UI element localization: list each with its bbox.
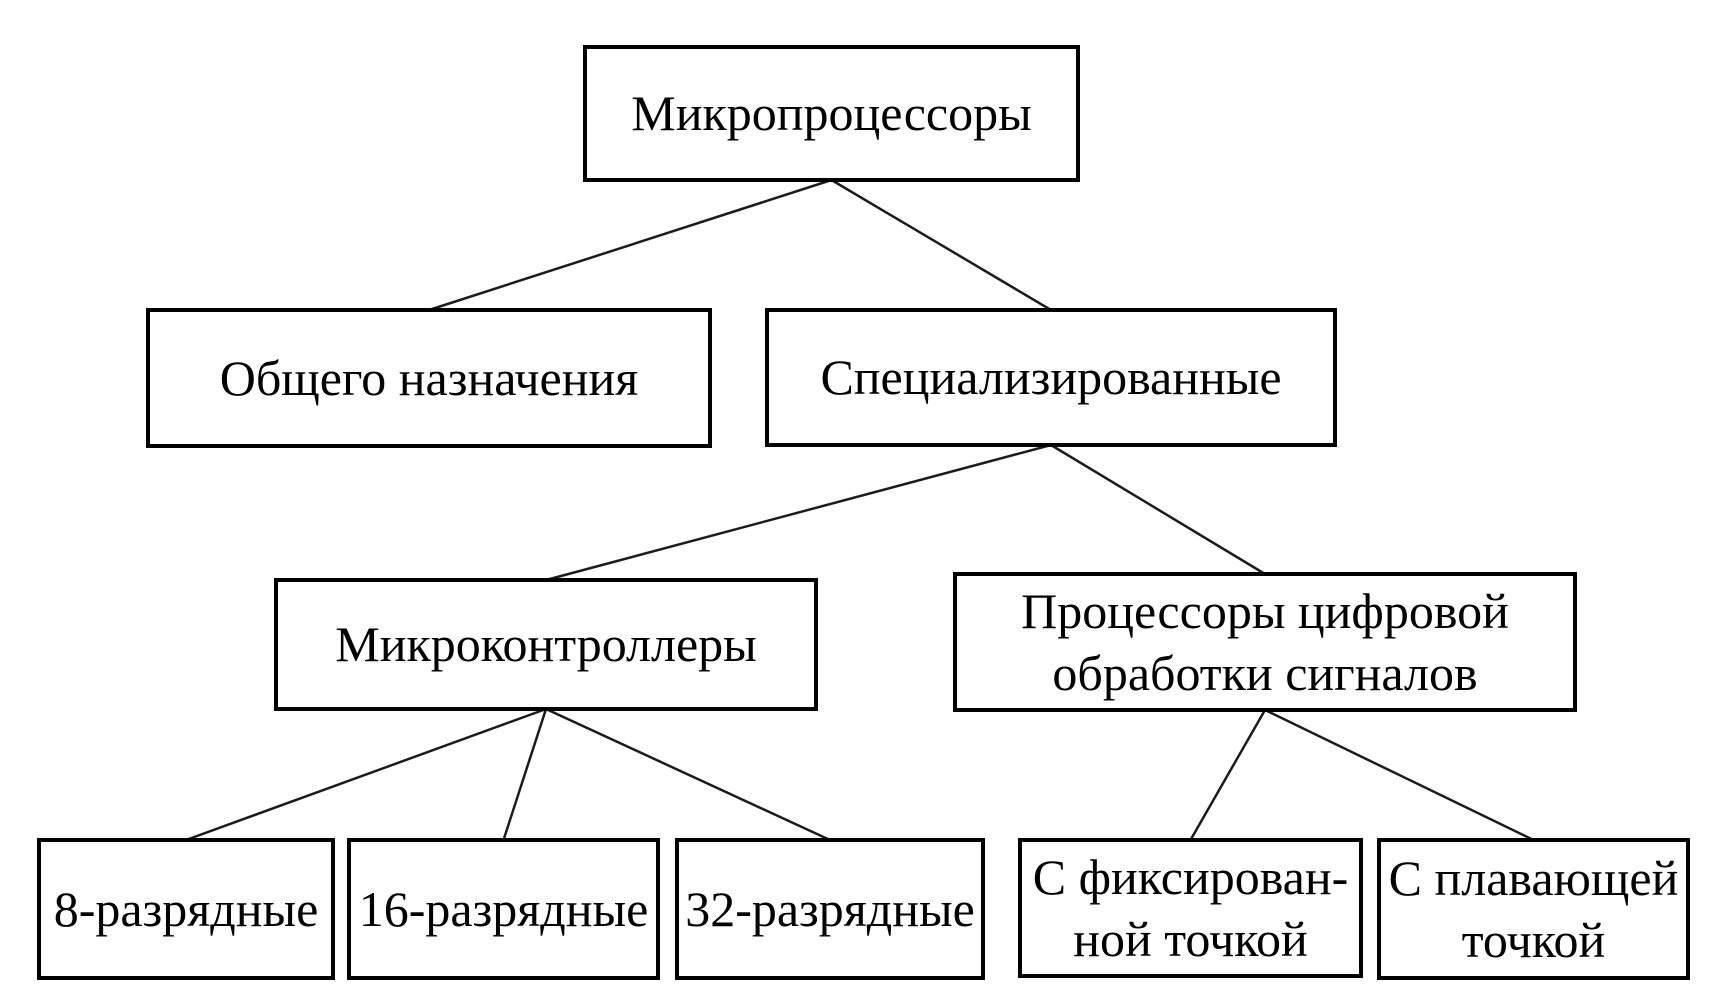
node-label: Специализированные xyxy=(820,349,1282,406)
node-label: Микроконтроллеры xyxy=(335,616,757,673)
node-label: 32-разрядные xyxy=(685,880,975,937)
node-specialized: Специализированные xyxy=(765,308,1337,447)
node-label: С плавающей точкой xyxy=(1388,849,1679,969)
node-fixed-point: С фиксирован- ной точкой xyxy=(1018,838,1363,978)
node-16-bit: 16-разрядные xyxy=(347,838,660,980)
node-label: Микропроцессоры xyxy=(631,85,1032,142)
node-microcontrollers: Микроконтроллеры xyxy=(274,578,818,711)
node-label: 8-разрядные xyxy=(53,880,319,937)
node-general-purpose: Общего назначения xyxy=(146,308,712,448)
node-label: Общего назначения xyxy=(219,349,639,406)
node-label: 16-разрядные xyxy=(358,880,649,937)
node-label: Процессоры цифровой обработки сигналов xyxy=(1021,582,1509,702)
node-8-bit: 8-разрядные xyxy=(37,838,335,980)
node-digital-signal-processors: Процессоры цифровой обработки сигналов xyxy=(953,572,1577,712)
node-32-bit: 32-разрядные xyxy=(675,838,985,980)
node-label: С фиксирован- ной точкой xyxy=(1032,848,1349,968)
node-microprocessors: Микропроцессоры xyxy=(583,45,1080,182)
node-floating-point: С плавающей точкой xyxy=(1377,838,1690,980)
